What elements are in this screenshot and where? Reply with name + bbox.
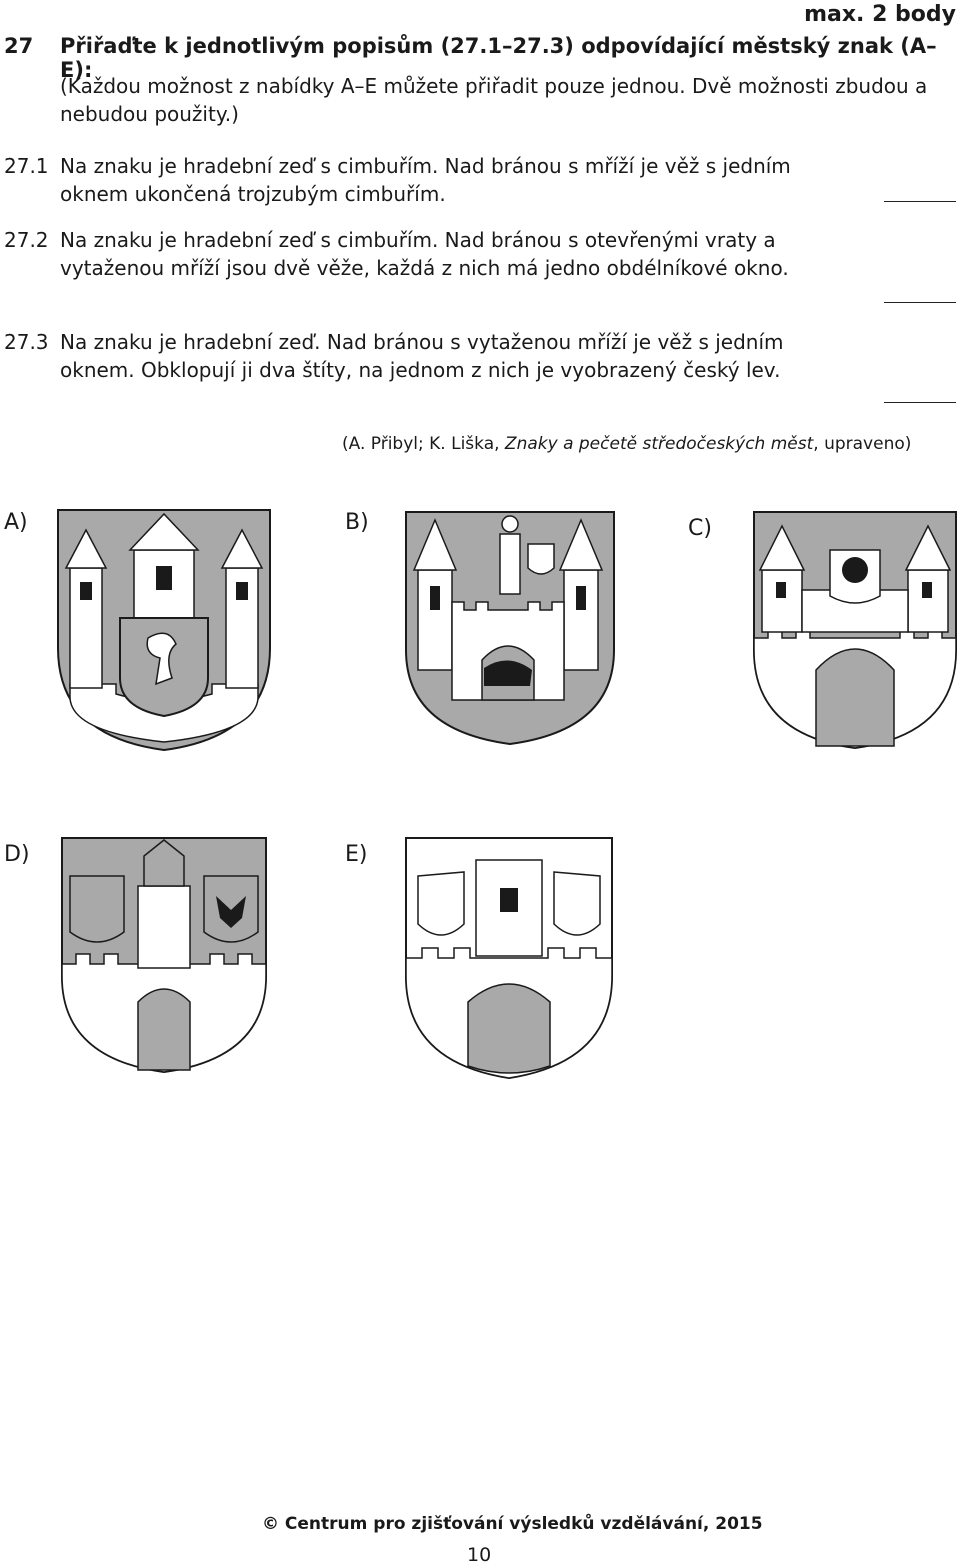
option-label-a: A) [4,510,28,535]
coat-of-arms-d[interactable] [60,836,268,1074]
item-27-1: 27.1 Na znaku je hradební zeď s cimbuřím… [4,152,884,208]
item-number: 27.3 [4,330,49,354]
option-label-e: E) [345,842,368,867]
footer-copyright: © Centrum pro zjišťování výsledků vzdělá… [262,1514,763,1534]
source-citation: (A. Přibyl; K. Liška, Znaky a pečetě stř… [342,434,912,454]
item-27-2: 27.2 Na znaku je hradební zeď s cimbuřím… [4,226,884,282]
coat-of-arms-a[interactable] [56,508,272,752]
coat-of-arms-b[interactable] [404,510,616,746]
item-text: Na znaku je hradební zeď. Nad bránou s v… [60,330,784,382]
item-number: 27.1 [4,154,49,178]
option-label-c: C) [688,516,712,541]
option-label-d: D) [4,842,30,867]
question-instruction: (Každou možnost z nabídky A–E můžete při… [60,74,928,126]
item-text: Na znaku je hradební zeď s cimbuřím. Nad… [60,228,789,280]
option-label-b: B) [345,510,369,535]
item-number: 27.2 [4,228,49,252]
coat-of-arms-c[interactable] [752,510,958,750]
answer-blank-27-1[interactable] [884,201,956,202]
answer-blank-27-2[interactable] [884,302,956,303]
answer-blank-27-3[interactable] [884,402,956,403]
page-number: 10 [467,1544,492,1566]
coat-of-arms-e[interactable] [404,836,614,1080]
item-text: Na znaku je hradební zeď s cimbuřím. Nad… [60,154,791,206]
item-27-3: 27.3 Na znaku je hradební zeď. Nad bráno… [4,328,884,384]
question-title: Přiřaďte k jednotlivým popisům (27.1–27.… [60,34,937,82]
question-number: 27 [4,34,34,58]
max-points: max. 2 body [804,2,956,27]
